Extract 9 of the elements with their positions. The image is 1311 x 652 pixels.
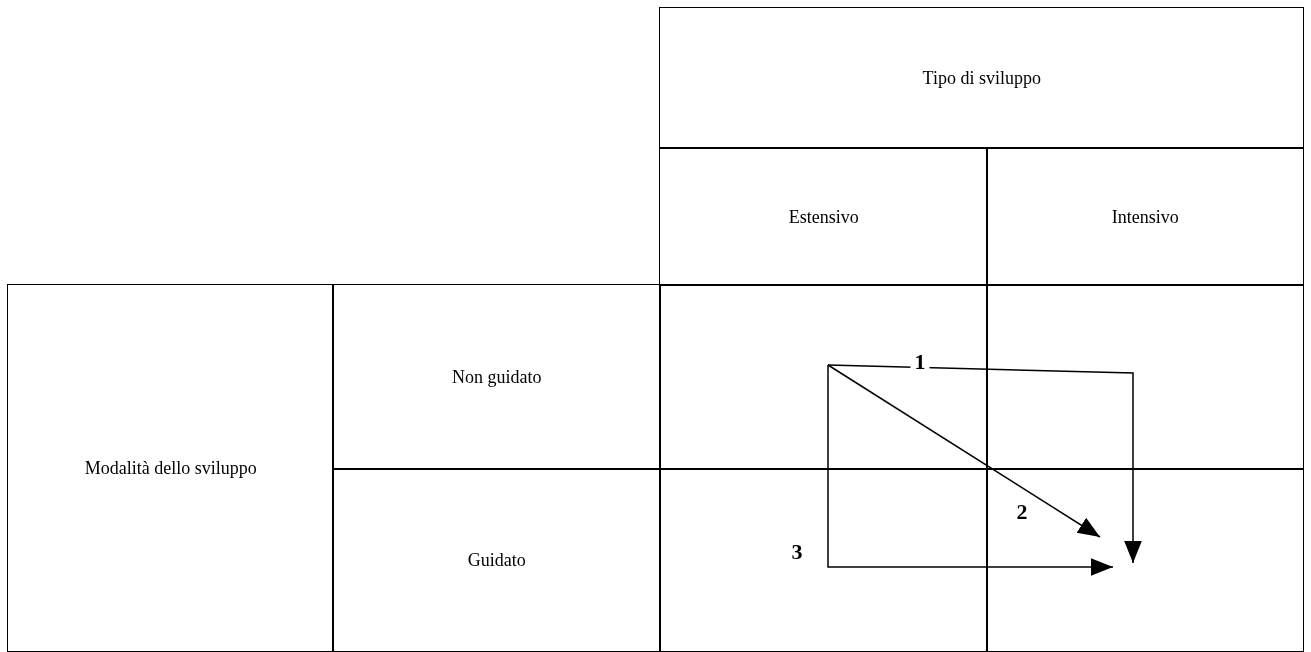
- column-header: Estensivo: [788, 206, 859, 228]
- arrow: [827, 364, 1101, 538]
- table-cell: [659, 284, 988, 470]
- column-header: Intensivo: [1111, 206, 1179, 228]
- row-header: Non guidato: [452, 366, 542, 388]
- row-header: Modalità dello sviluppo: [84, 457, 257, 479]
- table-cell: [986, 468, 1304, 652]
- column-header: Tipo di sviluppo: [922, 67, 1041, 89]
- row-header: Guidato: [467, 549, 526, 571]
